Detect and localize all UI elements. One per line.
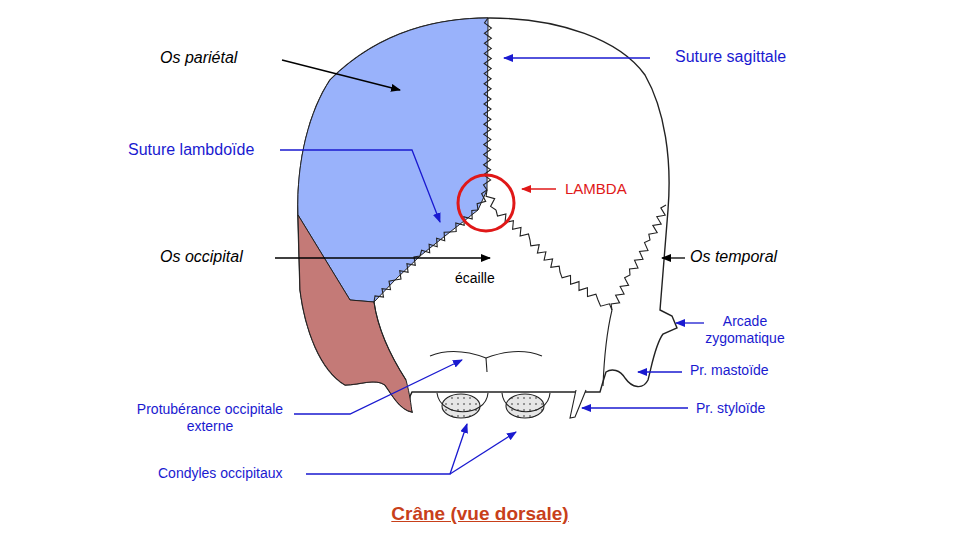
part-label: Condyles occipitaux xyxy=(158,465,283,482)
styloid-process xyxy=(570,390,586,418)
parietal-region xyxy=(298,18,488,302)
condyle-rim xyxy=(437,393,550,412)
part-label: Os occipital xyxy=(160,247,243,266)
leader-line xyxy=(582,407,688,408)
leader-line xyxy=(676,322,704,323)
skull-outline xyxy=(298,18,677,412)
suture-line xyxy=(477,190,487,210)
occipital-border xyxy=(603,310,612,386)
part-label: LAMBDA xyxy=(565,180,627,198)
leader-line xyxy=(662,257,685,258)
lambda-circle xyxy=(458,175,514,231)
suture-line xyxy=(496,210,612,310)
part-label: Suture lambdoïde xyxy=(128,140,254,159)
leader-line xyxy=(306,424,467,474)
suture-line xyxy=(484,18,492,190)
leader-line xyxy=(638,371,682,372)
temporal-region xyxy=(298,215,412,412)
occipital-border xyxy=(374,302,406,380)
part-label: Os temporal xyxy=(690,247,777,266)
suture-line xyxy=(611,205,666,310)
part-label: écaille xyxy=(455,270,495,287)
leader-line xyxy=(282,60,400,90)
part-label: Pr. styloïde xyxy=(696,400,765,417)
part-label: Pr. mastoïde xyxy=(690,362,769,379)
suture-line xyxy=(374,210,478,302)
part-label: Os pariétal xyxy=(160,48,237,67)
protuberance-line xyxy=(486,358,487,372)
leader-line xyxy=(504,57,650,58)
leader-line xyxy=(294,360,462,414)
leader-line xyxy=(522,188,556,189)
diagram-title: Crâne (vue dorsale) xyxy=(270,503,690,526)
condyle xyxy=(442,394,480,418)
suture-line xyxy=(486,190,496,210)
part-label: Suture sagittale xyxy=(675,47,786,66)
part-label: Arcade zygomatique xyxy=(685,313,805,347)
part-label: Protubérance occipitale externe xyxy=(135,401,285,435)
condyle xyxy=(506,394,544,418)
leader-line xyxy=(280,150,440,222)
protuberance-line xyxy=(430,352,542,358)
leader-line xyxy=(450,432,516,474)
leader-line xyxy=(275,257,490,258)
